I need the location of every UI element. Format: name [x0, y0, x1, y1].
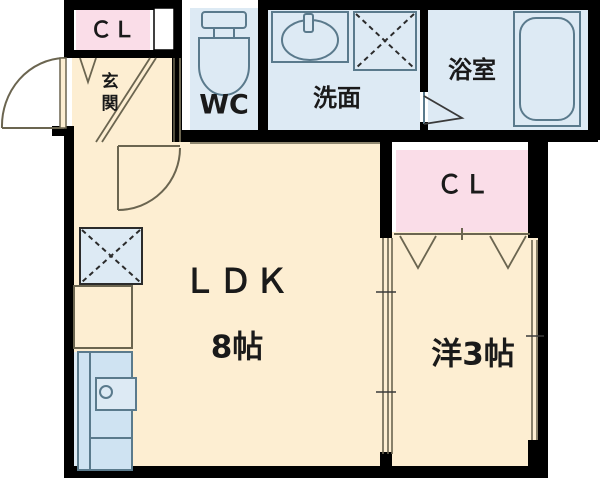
wall-top-right: [258, 0, 600, 10]
bathtub-icon: [513, 11, 581, 127]
wall-under-wetzone: [380, 130, 598, 142]
bathroom-folding-door: [423, 92, 465, 125]
fixtures: [73, 11, 581, 471]
bedroom-sliding-door: [376, 238, 396, 454]
entrance-window: [153, 7, 175, 51]
label-ldk: ＬＤＫ: [183, 262, 291, 301]
wall-wc-washroom: [258, 0, 268, 132]
walls: [52, 0, 600, 478]
kitchen-sink-icon: [77, 351, 137, 471]
entrance-step-line: [95, 57, 157, 143]
label-bathroom: 浴室: [448, 56, 496, 84]
windows: [153, 7, 175, 51]
floor-fills: [72, 8, 588, 472]
wall-left-entrance-upper: [64, 0, 74, 58]
doors: [0, 57, 544, 454]
front-door-swing: [0, 57, 67, 129]
label-toilet: WC: [199, 90, 249, 121]
wall-left-ldk: [64, 136, 74, 476]
wall-entrance-closet-bottom: [74, 50, 182, 58]
label-bedroom-closet: ＣＬ: [437, 170, 491, 199]
wall-ldk-bedroom-upper: [380, 142, 392, 238]
entrance-closet-door: [79, 57, 97, 85]
wall-washroom-bathroom: [420, 0, 428, 92]
wall-washroom-bathroom-lower: [420, 122, 428, 134]
label-entrance-line1: 玄: [102, 71, 119, 92]
label-entrance-closet: ＣＬ: [90, 18, 136, 43]
wall-right-upper: [588, 0, 600, 140]
bedroom-closet-folding-doors: [394, 228, 530, 270]
washing-machine-space-icon: [353, 11, 417, 71]
label-washroom: 洗面: [313, 84, 361, 112]
wall-under-wc-washroom: [180, 130, 388, 142]
bedroom-floor: [388, 232, 538, 472]
label-bedroom: 洋3帖: [431, 337, 515, 373]
refrigerator-space-icon: [79, 227, 143, 285]
wall-right-bedroom: [538, 140, 548, 476]
label-entrance-line2: 関: [102, 94, 119, 114]
entrance-floor: [72, 58, 180, 142]
wall-ldk-bedroom-lower: [380, 452, 392, 474]
wall-closet-left-stub: [64, 0, 74, 10]
bedroom-window: [526, 240, 544, 440]
wall-bedroom-closet-right: [528, 142, 538, 238]
room-labels: ＣＬ 玄 関 WC 洗面 浴室 ＣＬ ＬＤＫ 8帖 洋3帖: [90, 18, 515, 373]
wall-entry-threshold: [52, 126, 74, 136]
label-ldk-size: 8帖: [211, 330, 264, 366]
wall-top-left: [64, 0, 182, 10]
entrance-closet-floor: [76, 8, 150, 56]
wall-bottom: [64, 466, 548, 478]
bedroom-closet-floor: [396, 150, 534, 232]
washbasin-icon: [271, 11, 349, 63]
wall-bedroom-right-lower: [528, 440, 540, 476]
wall-entrance-wc: [172, 0, 182, 142]
kitchen-counter-icon: [73, 285, 133, 349]
toilet-icon: [198, 11, 250, 96]
entrance-inner-door-swing: [117, 145, 181, 211]
